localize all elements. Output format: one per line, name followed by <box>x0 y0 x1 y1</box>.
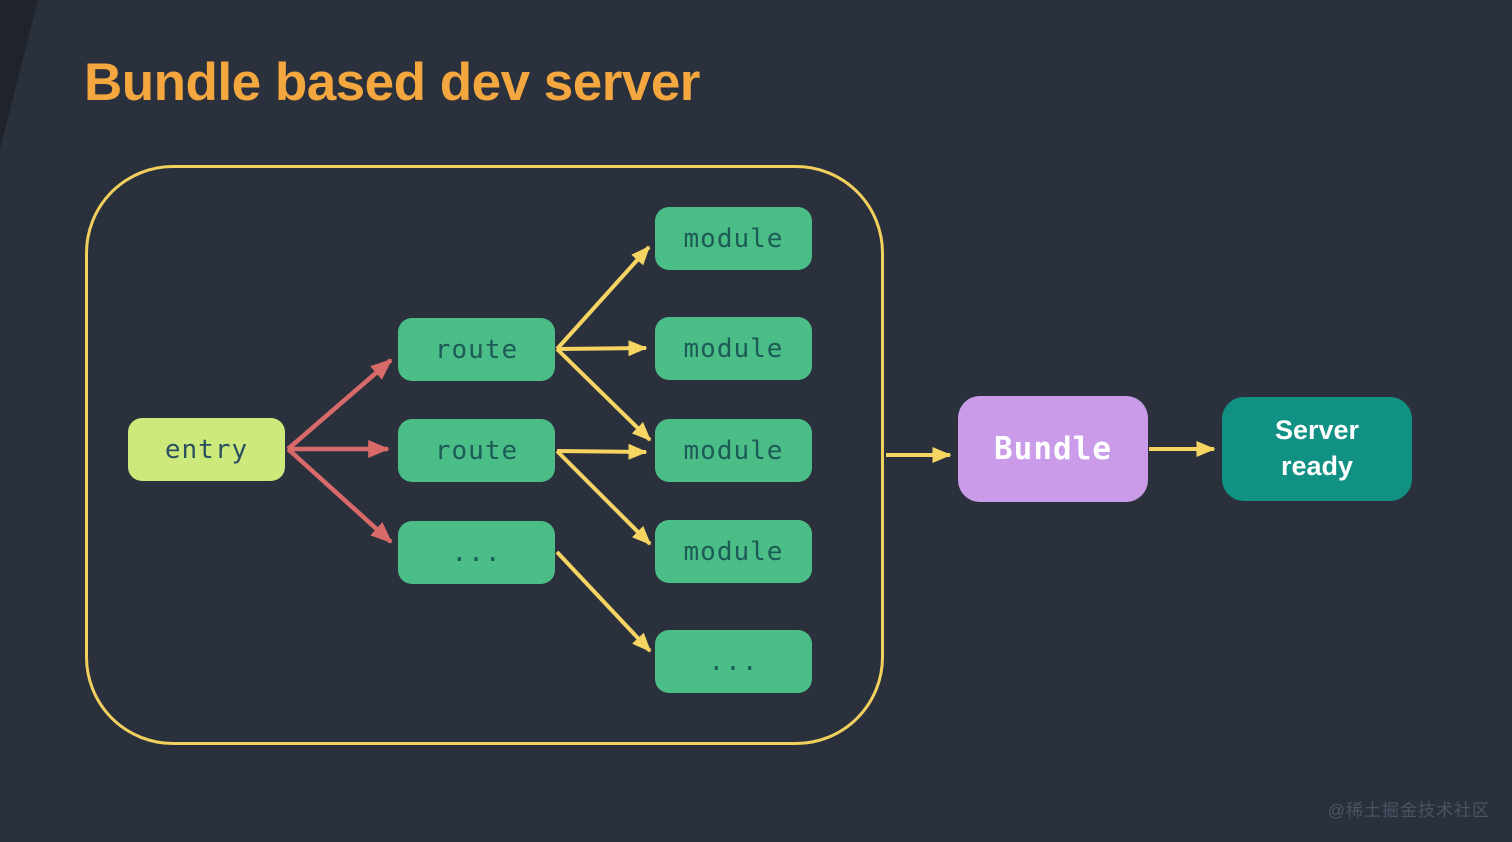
node-route-1-label: route <box>434 334 519 365</box>
dev-server-boundary <box>85 165 884 745</box>
node-module-5: ... <box>655 630 812 693</box>
node-module-2: module <box>655 317 812 380</box>
node-module-4: module <box>655 520 812 583</box>
node-route-1: route <box>398 318 555 381</box>
node-module-1: module <box>655 207 812 270</box>
node-bundle-label: Bundle <box>994 431 1112 467</box>
node-module-1-label: module <box>683 223 784 254</box>
node-bundle: Bundle <box>958 396 1148 502</box>
node-route-3: ... <box>398 521 555 584</box>
node-route-3-label: ... <box>451 537 502 568</box>
node-module-5-label: ... <box>708 646 759 677</box>
node-route-2: route <box>398 419 555 482</box>
node-module-2-label: module <box>683 333 784 364</box>
node-module-3: module <box>655 419 812 482</box>
watermark: @稀土掘金技术社区 <box>1327 801 1490 820</box>
node-module-3-label: module <box>683 435 784 466</box>
corner-shadow <box>0 0 38 150</box>
node-entry: entry <box>128 418 285 481</box>
node-module-4-label: module <box>683 536 784 567</box>
node-route-2-label: route <box>434 435 519 466</box>
node-server-ready: Server ready <box>1222 397 1412 501</box>
node-entry-label: entry <box>164 434 249 465</box>
slide-title: Bundle based dev server <box>84 53 700 112</box>
node-server-ready-label: Server ready <box>1274 415 1360 481</box>
